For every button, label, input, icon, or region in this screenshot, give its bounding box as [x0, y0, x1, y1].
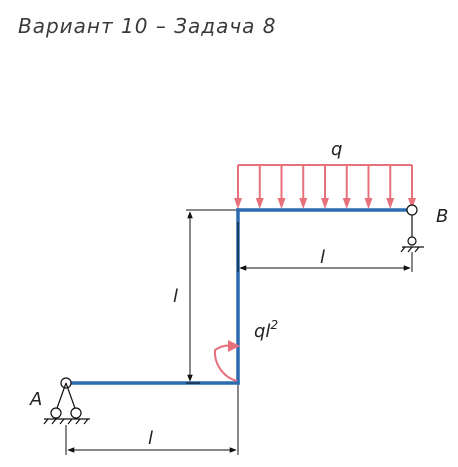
support-a-label: A — [29, 389, 42, 410]
dimension-vertical — [186, 209, 236, 384]
load-arrow-head — [386, 198, 395, 209]
support-a — [43, 377, 90, 425]
distributed-load — [234, 164, 416, 209]
task-title: Вариант 10 – Задача 8 — [18, 14, 277, 38]
rod-a-left — [55, 382, 67, 412]
roller-b — [407, 236, 417, 246]
support-b-label: B — [436, 206, 448, 227]
support-b — [400, 204, 424, 253]
dim-bottom-label: l — [148, 428, 153, 449]
dimension-top — [237, 222, 413, 272]
moment-exponent: 2 — [270, 318, 278, 332]
moment-label: ql2 — [254, 318, 278, 342]
moment-arrowhead — [228, 340, 240, 352]
load-arrow-head — [408, 198, 416, 209]
dimension-bottom — [65, 385, 239, 455]
roller-a-1 — [50, 407, 62, 419]
roller-a-2 — [70, 407, 82, 419]
rod-a-right — [65, 382, 77, 412]
hatch-a — [43, 418, 89, 425]
load-arrow-head — [234, 198, 242, 209]
load-label: q — [331, 139, 342, 160]
load-arrow-head — [342, 198, 351, 209]
load-arrow-head — [277, 198, 286, 209]
moment-arc — [213, 344, 238, 382]
hinge-b — [406, 204, 418, 216]
moment-text: ql — [254, 321, 270, 342]
load-arrow-head — [255, 198, 264, 209]
hatch-b — [400, 246, 420, 253]
dim-top-label: l — [320, 247, 325, 268]
dim-vertical-label: l — [173, 286, 178, 307]
moment-arrow — [213, 340, 240, 382]
frame-beams — [64, 208, 414, 385]
load-arrow-head — [364, 198, 373, 209]
load-arrow-head — [321, 198, 329, 209]
load-arrow-head — [299, 198, 308, 209]
